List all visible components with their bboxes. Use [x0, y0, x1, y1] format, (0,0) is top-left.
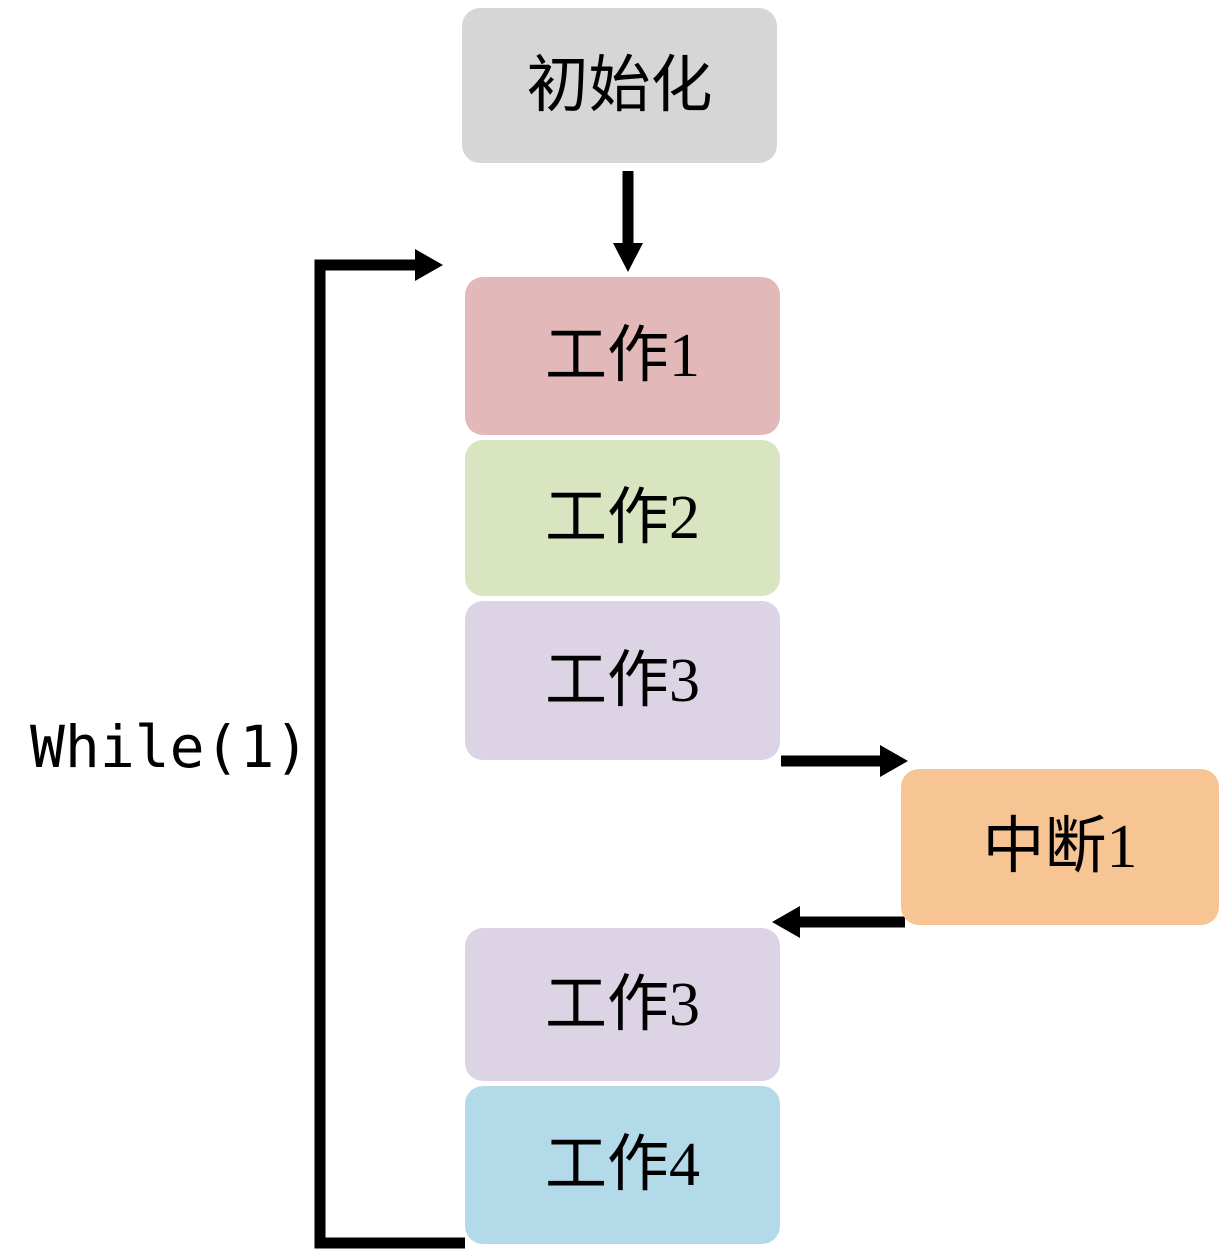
arrow-interrupt1-to-task3-head [772, 906, 800, 938]
node-task1[interactable]: 工作1 [465, 277, 780, 435]
edge-interrupt1-to-task3 [772, 906, 905, 938]
node-task3-upper-label: 工作3 [544, 646, 700, 715]
edge-loop-back [314, 249, 465, 1249]
arrow-loop-back-line [314, 259, 465, 1249]
loop-condition-label: While(1) [30, 713, 310, 781]
node-interrupt1-label: 中断1 [982, 813, 1138, 881]
node-task4[interactable]: 工作4 [465, 1086, 780, 1244]
arrow-loop-back-head [415, 249, 443, 281]
arrow-init-to-task1-head [613, 243, 643, 272]
node-init[interactable]: 初始化 [462, 8, 777, 163]
arrow-task3-to-interrupt1-head [880, 745, 908, 777]
node-task2[interactable]: 工作2 [465, 440, 780, 596]
node-task3-upper[interactable]: 工作3 [465, 601, 780, 760]
edge-init-to-task1 [613, 171, 643, 272]
node-init-label: 初始化 [526, 51, 713, 120]
node-task4-label: 工作4 [544, 1131, 700, 1199]
node-task2-label: 工作2 [544, 484, 700, 552]
node-task3-lower-label: 工作3 [544, 970, 700, 1039]
edge-task3-to-interrupt1 [781, 745, 908, 777]
node-task3-lower[interactable]: 工作3 [465, 928, 780, 1081]
node-task1-label: 工作1 [544, 322, 700, 390]
node-interrupt1[interactable]: 中断1 [901, 769, 1219, 925]
